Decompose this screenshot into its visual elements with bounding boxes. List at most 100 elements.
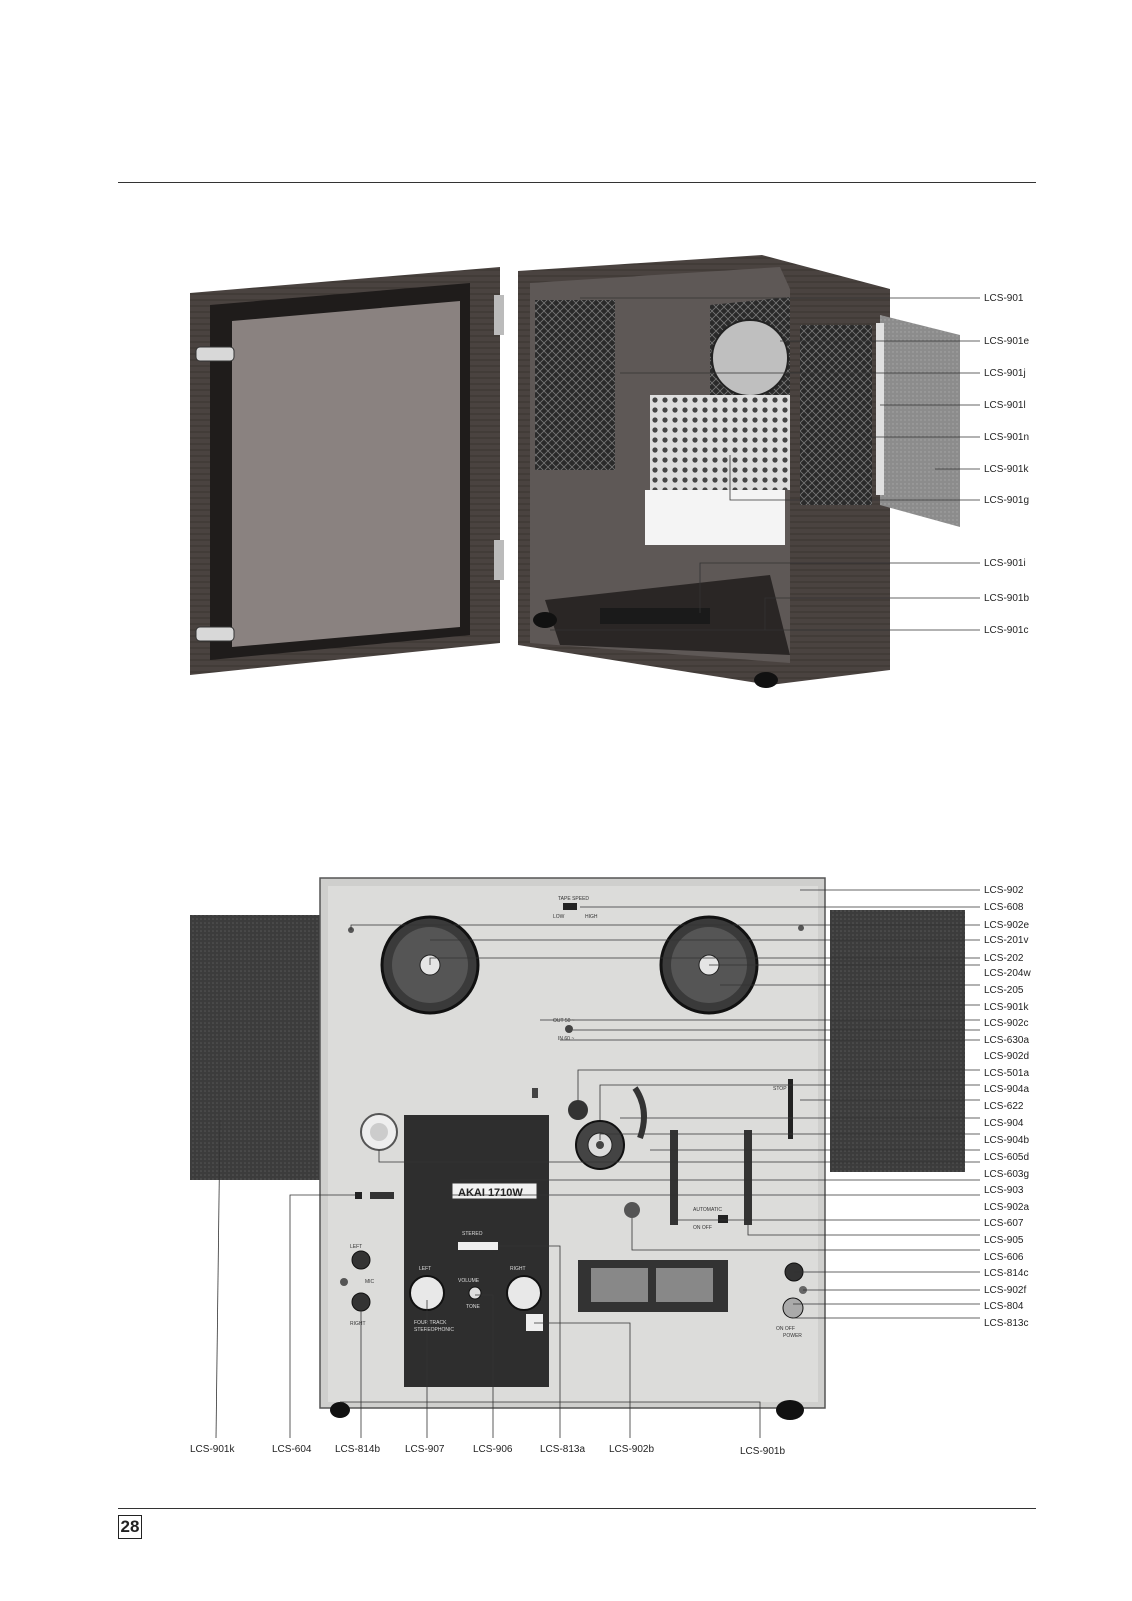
- deck-bottom-leaders: [215, 1119, 761, 1439]
- tape-speed-low: LOW: [553, 914, 565, 920]
- mic-label: MIC: [365, 1279, 375, 1285]
- deck-label: LCS-902d: [984, 1051, 1029, 1062]
- deck-bottom-label: LCS-906: [473, 1444, 513, 1455]
- stop-label: STOP: [773, 1086, 787, 1092]
- tape-speed-switch[interactable]: [563, 903, 577, 910]
- top-rule: [118, 182, 1036, 183]
- pinch-lever[interactable]: [532, 1088, 538, 1098]
- mic-jack-left[interactable]: [351, 1250, 371, 1270]
- cabinet-label: LCS-901i: [984, 558, 1026, 569]
- deck-bottom-label: LCS-604: [272, 1444, 312, 1455]
- tone-knob[interactable]: [468, 1286, 482, 1300]
- akai-logo: [526, 1314, 543, 1331]
- deck-label: LCS-814c: [984, 1268, 1028, 1279]
- slider-left[interactable]: [670, 1130, 678, 1225]
- pause-button[interactable]: [624, 1202, 640, 1218]
- model-name: AKAI 1710W: [458, 1187, 523, 1199]
- deck-label: LCS-902e: [984, 920, 1029, 931]
- deck-label: LCS-201v: [984, 935, 1028, 946]
- out-50-label: OUT 50 ~: [553, 1018, 575, 1024]
- deck-bottom-label: LCS-901k: [190, 1444, 235, 1455]
- reel-guide-right: [798, 925, 804, 931]
- cabinet-body: [518, 255, 890, 688]
- cabinet-callouts: LCS-901 LCS-901e LCS-901j LCS-901l LCS-9…: [984, 293, 1029, 636]
- deck-right-callouts: LCS-902 LCS-608 LCS-902e LCS-201v LCS-20…: [984, 885, 1031, 1329]
- deck-label: LCS-901k: [984, 1002, 1029, 1013]
- automatic-label: AUTOMATIC: [693, 1207, 722, 1213]
- deck-label: LCS-902c: [984, 1018, 1028, 1029]
- deck-label: LCS-630a: [984, 1035, 1029, 1046]
- deck-bottom-label: LCS-813a: [540, 1444, 585, 1455]
- record-indicator-lamp: [355, 1192, 362, 1199]
- volume-right-label: RIGHT: [510, 1266, 526, 1272]
- side-speaker-mesh-right: [800, 325, 872, 505]
- deck-bottom-label: LCS-814b: [335, 1444, 380, 1455]
- deck-foot-left: [330, 1402, 350, 1418]
- vu-meter-left: [591, 1268, 648, 1302]
- volume-left-label: LEFT: [419, 1266, 431, 1272]
- slider-right[interactable]: [744, 1130, 752, 1225]
- deck-label: LCS-904b: [984, 1135, 1029, 1146]
- cabinet-label: LCS-901k: [984, 464, 1029, 475]
- mic-screw: [340, 1278, 348, 1286]
- tone-label: TONE: [466, 1304, 480, 1310]
- supply-reel[interactable]: [380, 915, 480, 1015]
- line-selector[interactable]: [565, 1025, 573, 1033]
- grille-panel-left: [190, 915, 320, 1180]
- deck-photo: TAPE SPEED LOW HIGH OUT 50 ~ IN 60 ~ STO…: [190, 877, 1031, 1457]
- deck-bottom-callouts: LCS-901k LCS-604 LCS-814b LCS-907 LCS-90…: [190, 1444, 785, 1457]
- power-label: POWER: [783, 1333, 802, 1339]
- deck-label: LCS-804: [984, 1301, 1024, 1312]
- in-60-label: IN 60 ~: [558, 1036, 574, 1042]
- deck-label: LCS-608: [984, 902, 1024, 913]
- cabinet-label: LCS-901c: [984, 625, 1028, 636]
- power-switch[interactable]: [782, 1297, 804, 1319]
- cabinet-label: LCS-901l: [984, 400, 1026, 411]
- stop-lever[interactable]: [788, 1079, 793, 1139]
- automatic-switch[interactable]: [718, 1215, 728, 1223]
- bottom-rule: [118, 1508, 1036, 1509]
- cabinet-lid: [190, 267, 504, 675]
- page-number: 28: [118, 1515, 142, 1539]
- deck-label: LCS-905: [984, 1235, 1024, 1246]
- stereo-label: STEREO: [462, 1231, 483, 1237]
- lid-latch-top: [195, 346, 235, 362]
- deck-label: LCS-904a: [984, 1084, 1029, 1095]
- deck-label: LCS-205: [984, 985, 1024, 996]
- cabinet-label: LCS-901n: [984, 432, 1029, 443]
- side-speaker-mesh-left: [535, 300, 615, 470]
- deck-label: LCS-902f: [984, 1285, 1026, 1296]
- mic-jack-right[interactable]: [351, 1292, 371, 1312]
- deck-label: LCS-902: [984, 885, 1024, 896]
- mic-left-label: LEFT: [350, 1244, 362, 1250]
- deck-bottom-label: LCS-901b: [740, 1446, 785, 1457]
- perforated-panel: [650, 395, 790, 490]
- deck-label: LCS-904: [984, 1118, 1024, 1129]
- deck-foot-right: [776, 1400, 804, 1420]
- deck-label: LCS-607: [984, 1218, 1024, 1229]
- deck-bottom-label: LCS-907: [405, 1444, 445, 1455]
- deck-label: LCS-902a: [984, 1202, 1029, 1213]
- cabinet-label: LCS-901j: [984, 368, 1026, 379]
- deck-label: LCS-606: [984, 1252, 1024, 1263]
- cabinet-leaders: [550, 297, 980, 631]
- tension-roller[interactable]: [568, 1100, 588, 1120]
- deck-label: LCS-605d: [984, 1152, 1029, 1163]
- cabinet-opening: [645, 490, 785, 545]
- cabinet-label: LCS-901e: [984, 336, 1029, 347]
- volume-knob-right[interactable]: [506, 1275, 542, 1311]
- deck-label: LCS-813c: [984, 1318, 1028, 1329]
- cabinet-label: LCS-901b: [984, 593, 1029, 604]
- four-track-label: FOUR TRACK: [414, 1320, 447, 1326]
- vu-meter-right: [656, 1268, 713, 1302]
- mic-right-label: RIGHT: [350, 1321, 366, 1327]
- deck-label: LCS-202: [984, 953, 1024, 964]
- deck-label: LCS-501a: [984, 1068, 1029, 1079]
- stereo-switch[interactable]: [458, 1242, 498, 1250]
- cabinet-label: LCS-901: [984, 293, 1024, 304]
- volume-label: VOLUME: [458, 1278, 480, 1284]
- lid-latch-bottom: [195, 626, 235, 642]
- power-on-off-label: ON OFF: [776, 1326, 795, 1332]
- deck-label: LCS-622: [984, 1101, 1024, 1112]
- cabinet-label: LCS-901g: [984, 495, 1029, 506]
